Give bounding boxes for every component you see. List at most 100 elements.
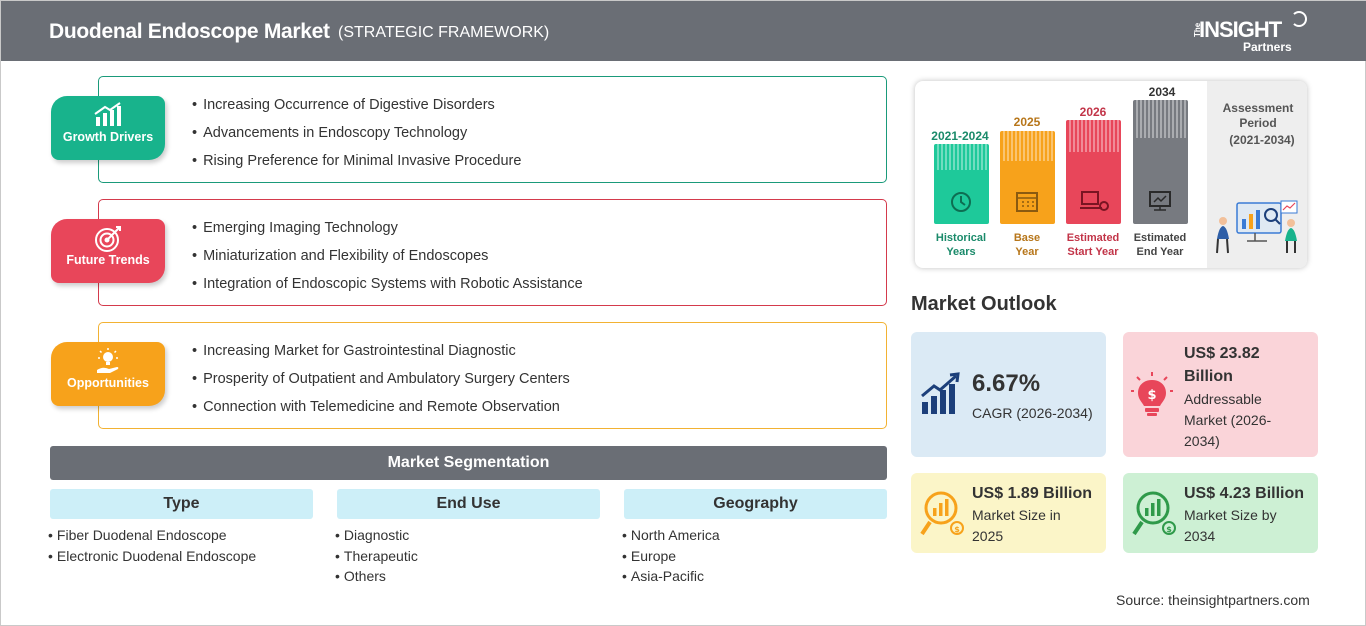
list-item: Increasing Occurrence of Digestive Disor… bbox=[192, 95, 521, 123]
list-item: North America bbox=[622, 525, 887, 546]
assessment-period-range: (2021-2034) bbox=[1229, 133, 1295, 147]
bar-historical bbox=[934, 144, 989, 224]
growth-drivers-label: Growth Drivers bbox=[62, 130, 154, 144]
size-2025-label-line-2: 2025 bbox=[972, 528, 1004, 544]
bar-caption-line: Base bbox=[1013, 232, 1041, 244]
list-item: Emerging Imaging Technology bbox=[192, 218, 583, 246]
dollar-bulb-icon: $ bbox=[1131, 372, 1173, 416]
page-title: Duodenal Endoscope Market bbox=[49, 20, 330, 43]
segment-type: Type Fiber Duodenal Endoscope Electronic… bbox=[50, 489, 313, 566]
header-bar: Duodenal Endoscope Market (STRATEGIC FRA… bbox=[1, 1, 1366, 61]
future-trends-label: Future Trends bbox=[66, 253, 150, 267]
page-subtitle: (STRATEGIC FRAMEWORK) bbox=[338, 24, 550, 41]
opportunities-list: Increasing Market for Gastrointestinal D… bbox=[192, 341, 570, 425]
market-size-2034-card: $ US$ 4.23 Billion Market Size by 2034 bbox=[1123, 473, 1318, 553]
addressable-value-line-2: Billion bbox=[1184, 368, 1233, 385]
bar-end bbox=[1133, 100, 1188, 224]
list-item: Advancements in Endoscopy Technology bbox=[192, 123, 521, 151]
size-2034-value: US$ 4.23 Billion bbox=[1184, 485, 1305, 502]
bar-year-base: 2025 bbox=[1013, 115, 1041, 129]
assessment-period-panel: Assessment Period (2021-2034) 2021-2024 … bbox=[915, 81, 1307, 268]
list-item: Asia-Pacific bbox=[622, 566, 887, 587]
assessment-period-title: Assessment Period bbox=[1222, 101, 1294, 130]
coin-chart-icon: $ bbox=[1132, 491, 1176, 536]
market-outlook-title: Market Outlook bbox=[911, 293, 1057, 315]
list-item: Diagnostic bbox=[335, 525, 600, 546]
market-size-2025-card: $ US$ 1.89 Billion Market Size in 2025 bbox=[911, 473, 1106, 553]
addressable-label-line-2: Market (2026- bbox=[1184, 412, 1272, 428]
opportunities-block: Increasing Market for Gastrointestinal D… bbox=[98, 322, 887, 429]
bar-caption-historical: Historical Years bbox=[926, 231, 996, 259]
logo-partners: Partners bbox=[1243, 40, 1292, 54]
source-text: Source: theinsightpartners.com bbox=[1116, 592, 1310, 608]
future-trends-list: Emerging Imaging Technology Miniaturizat… bbox=[192, 218, 583, 302]
bar-base bbox=[1000, 131, 1055, 224]
size-2034-label-line-2: 2034 bbox=[1184, 528, 1216, 544]
size-2025-label-line-1: Market Size in bbox=[972, 507, 1061, 523]
list-item: Therapeutic bbox=[335, 546, 600, 567]
segment-geography: Geography North America Europe Asia-Paci… bbox=[624, 489, 887, 587]
future-trends-block: Emerging Imaging Technology Miniaturizat… bbox=[98, 199, 887, 306]
market-segmentation-heading: Market Segmentation bbox=[50, 446, 887, 480]
growth-drivers-list: Increasing Occurrence of Digestive Disor… bbox=[192, 95, 521, 179]
lightbulb-hand-icon bbox=[51, 342, 165, 376]
size-2034-label-line-1: Market Size by bbox=[1184, 507, 1277, 523]
addressable-label-line-1: Addressable bbox=[1184, 391, 1262, 407]
bar-caption-line: Year bbox=[1015, 246, 1039, 258]
coin-chart-icon: $ bbox=[920, 491, 964, 536]
list-item: Fiber Duodenal Endoscope bbox=[48, 525, 313, 546]
opportunities-badge: Opportunities bbox=[51, 342, 165, 406]
list-item: Increasing Market for Gastrointestinal D… bbox=[192, 341, 570, 369]
bar-caption-line: End Year bbox=[1136, 246, 1184, 258]
size-2025-value: US$ 1.89 Billion bbox=[972, 485, 1093, 502]
list-item: Electronic Duodenal Endoscope bbox=[48, 546, 313, 567]
svg-text:$: $ bbox=[1147, 388, 1156, 403]
insight-partners-logo[interactable]: The INSIGHT Partners bbox=[1193, 11, 1313, 55]
addressable-market-card: $ US$ 23.82 Billion Addressable Market (… bbox=[1123, 332, 1318, 457]
logo-insight: INSIGHT bbox=[1199, 17, 1282, 42]
bar-start bbox=[1066, 120, 1121, 224]
addressable-label-line-3: 2034) bbox=[1184, 433, 1220, 449]
bar-caption-line: Historical bbox=[935, 232, 987, 244]
segment-end-use: End Use Diagnostic Therapeutic Others bbox=[337, 489, 600, 587]
logo-arc-icon bbox=[1291, 11, 1307, 27]
target-icon bbox=[51, 219, 165, 253]
segment-type-heading: Type bbox=[50, 489, 313, 519]
bar-caption-line: Start Year bbox=[1067, 246, 1119, 258]
segment-end-use-list: Diagnostic Therapeutic Others bbox=[335, 525, 600, 587]
segment-type-list: Fiber Duodenal Endoscope Electronic Duod… bbox=[48, 525, 313, 566]
growth-drivers-block: Increasing Occurrence of Digestive Disor… bbox=[98, 76, 887, 183]
bar-caption-start: Estimated Start Year bbox=[1058, 231, 1128, 259]
list-item: Rising Preference for Minimal Invasive P… bbox=[192, 151, 521, 179]
list-item: Europe bbox=[622, 546, 887, 567]
bar-caption-line: Estimated bbox=[1133, 232, 1187, 244]
list-item: Prosperity of Outpatient and Ambulatory … bbox=[192, 369, 570, 397]
svg-text:$: $ bbox=[954, 525, 960, 534]
segment-geography-heading: Geography bbox=[624, 489, 887, 519]
future-trends-badge: Future Trends bbox=[51, 219, 165, 283]
bar-caption-line: Years bbox=[946, 246, 976, 258]
list-item: Miniaturization and Flexibility of Endos… bbox=[192, 246, 583, 274]
analyst-illustration-icon bbox=[1216, 200, 1298, 254]
segment-end-use-heading: End Use bbox=[337, 489, 600, 519]
list-item: Connection with Telemedicine and Remote … bbox=[192, 397, 570, 425]
cagr-value: 6.67% bbox=[972, 370, 1041, 397]
bar-year-historical: 2021-2024 bbox=[931, 129, 989, 143]
opportunities-label: Opportunities bbox=[67, 376, 149, 390]
bar-year-end: 2034 bbox=[1148, 85, 1176, 99]
segment-geography-list: North America Europe Asia-Pacific bbox=[622, 525, 887, 587]
addressable-value-line-1: US$ 23.82 bbox=[1184, 345, 1260, 362]
growth-chart-icon bbox=[51, 96, 165, 130]
list-item: Others bbox=[335, 566, 600, 587]
svg-text:$: $ bbox=[1166, 525, 1172, 534]
list-item: Integration of Endoscopic Systems with R… bbox=[192, 274, 583, 302]
bar-year-start: 2026 bbox=[1079, 105, 1107, 119]
bar-caption-end: Estimated End Year bbox=[1125, 231, 1195, 259]
bar-caption-line: Estimated bbox=[1066, 232, 1120, 244]
cagr-label: CAGR (2026-2034) bbox=[972, 405, 1093, 421]
bar-caption-base: Base Year bbox=[992, 231, 1062, 259]
rising-bars-icon bbox=[921, 372, 960, 414]
growth-drivers-badge: Growth Drivers bbox=[51, 96, 165, 160]
cagr-card: 6.67% CAGR (2026-2034) bbox=[911, 332, 1106, 457]
